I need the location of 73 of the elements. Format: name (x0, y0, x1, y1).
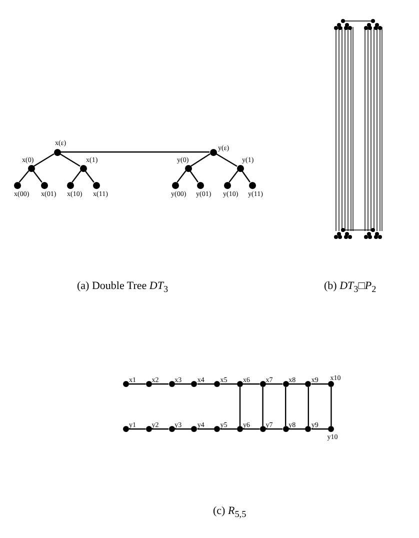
vertex-dot (123, 426, 129, 432)
edge-line (266, 428, 283, 430)
vertex-dot (184, 164, 192, 172)
edge-line (84, 170, 94, 183)
edge-line (34, 153, 54, 167)
edge-line (262, 387, 264, 426)
vertex-dot (92, 182, 100, 188)
vertex-dot (196, 182, 204, 188)
edge-line (197, 383, 214, 385)
vertex-dot (236, 164, 244, 172)
vertex-dot (168, 426, 175, 432)
vertex-dot (191, 426, 198, 432)
vertex-dot (282, 426, 289, 432)
edge-line (216, 153, 238, 167)
vertex-dot (224, 182, 230, 188)
edge-line (190, 153, 210, 167)
vertex-dot (54, 148, 60, 156)
vertex-dot (14, 182, 20, 188)
figure-caption: (c) R$_{5,5}$ (213, 505, 246, 520)
edge-line (308, 387, 309, 426)
edge-line (32, 170, 42, 183)
edge-line (228, 170, 238, 183)
vertex-dot (80, 164, 86, 172)
edge-line (72, 170, 82, 183)
vertex-dot (260, 381, 266, 387)
vertex-dot (260, 426, 266, 432)
vertex-dot (328, 426, 334, 432)
edge-line (129, 383, 146, 385)
edge-line (243, 428, 260, 430)
vertex-dot (214, 381, 220, 387)
vertex-dot (305, 426, 312, 432)
vertex-dot (168, 381, 175, 387)
vertex-dot (40, 182, 48, 188)
edge-line (129, 428, 146, 430)
edge-line (174, 383, 192, 385)
vertex-dot (305, 381, 312, 387)
vertex-dot (191, 381, 198, 387)
edge-line (174, 428, 192, 430)
edge-line (220, 383, 237, 385)
edge-line (197, 428, 214, 430)
edge-line (288, 428, 306, 430)
edge-line (152, 383, 169, 385)
vertex-dot (172, 182, 178, 188)
vertex-dot (66, 182, 74, 188)
vertex-dot (123, 381, 129, 387)
vertex-dot (210, 148, 216, 156)
edge-line (60, 153, 80, 167)
figure-caption: (a) Double Tree DT$_{3}$ (77, 280, 168, 294)
vertex-dot (282, 381, 289, 387)
vertex-dot (237, 426, 243, 432)
vertex-dot (248, 182, 256, 188)
edge-line (176, 170, 186, 183)
vertex-dot (214, 426, 220, 432)
edge-line (190, 170, 198, 182)
edge-line (242, 170, 250, 182)
edge-line (285, 387, 286, 426)
edge-line (220, 428, 237, 430)
edge-line (18, 170, 30, 183)
figure-caption: (b) DT$_{3}$□P$_{2}$ (324, 280, 376, 294)
edge-line (311, 383, 328, 385)
vertex-dot (237, 381, 243, 387)
vertex-dot (28, 164, 34, 172)
edge-line (266, 383, 283, 385)
edge-line (60, 151, 210, 153)
edge-line (288, 383, 306, 385)
edge-line (243, 383, 260, 385)
vertex-dot (146, 426, 152, 432)
edge-line (330, 387, 332, 426)
vertex-dot (328, 381, 334, 387)
edge-line (152, 428, 169, 430)
vertex-dot (146, 381, 152, 387)
edge-line (311, 428, 328, 430)
edge-line (239, 387, 241, 426)
